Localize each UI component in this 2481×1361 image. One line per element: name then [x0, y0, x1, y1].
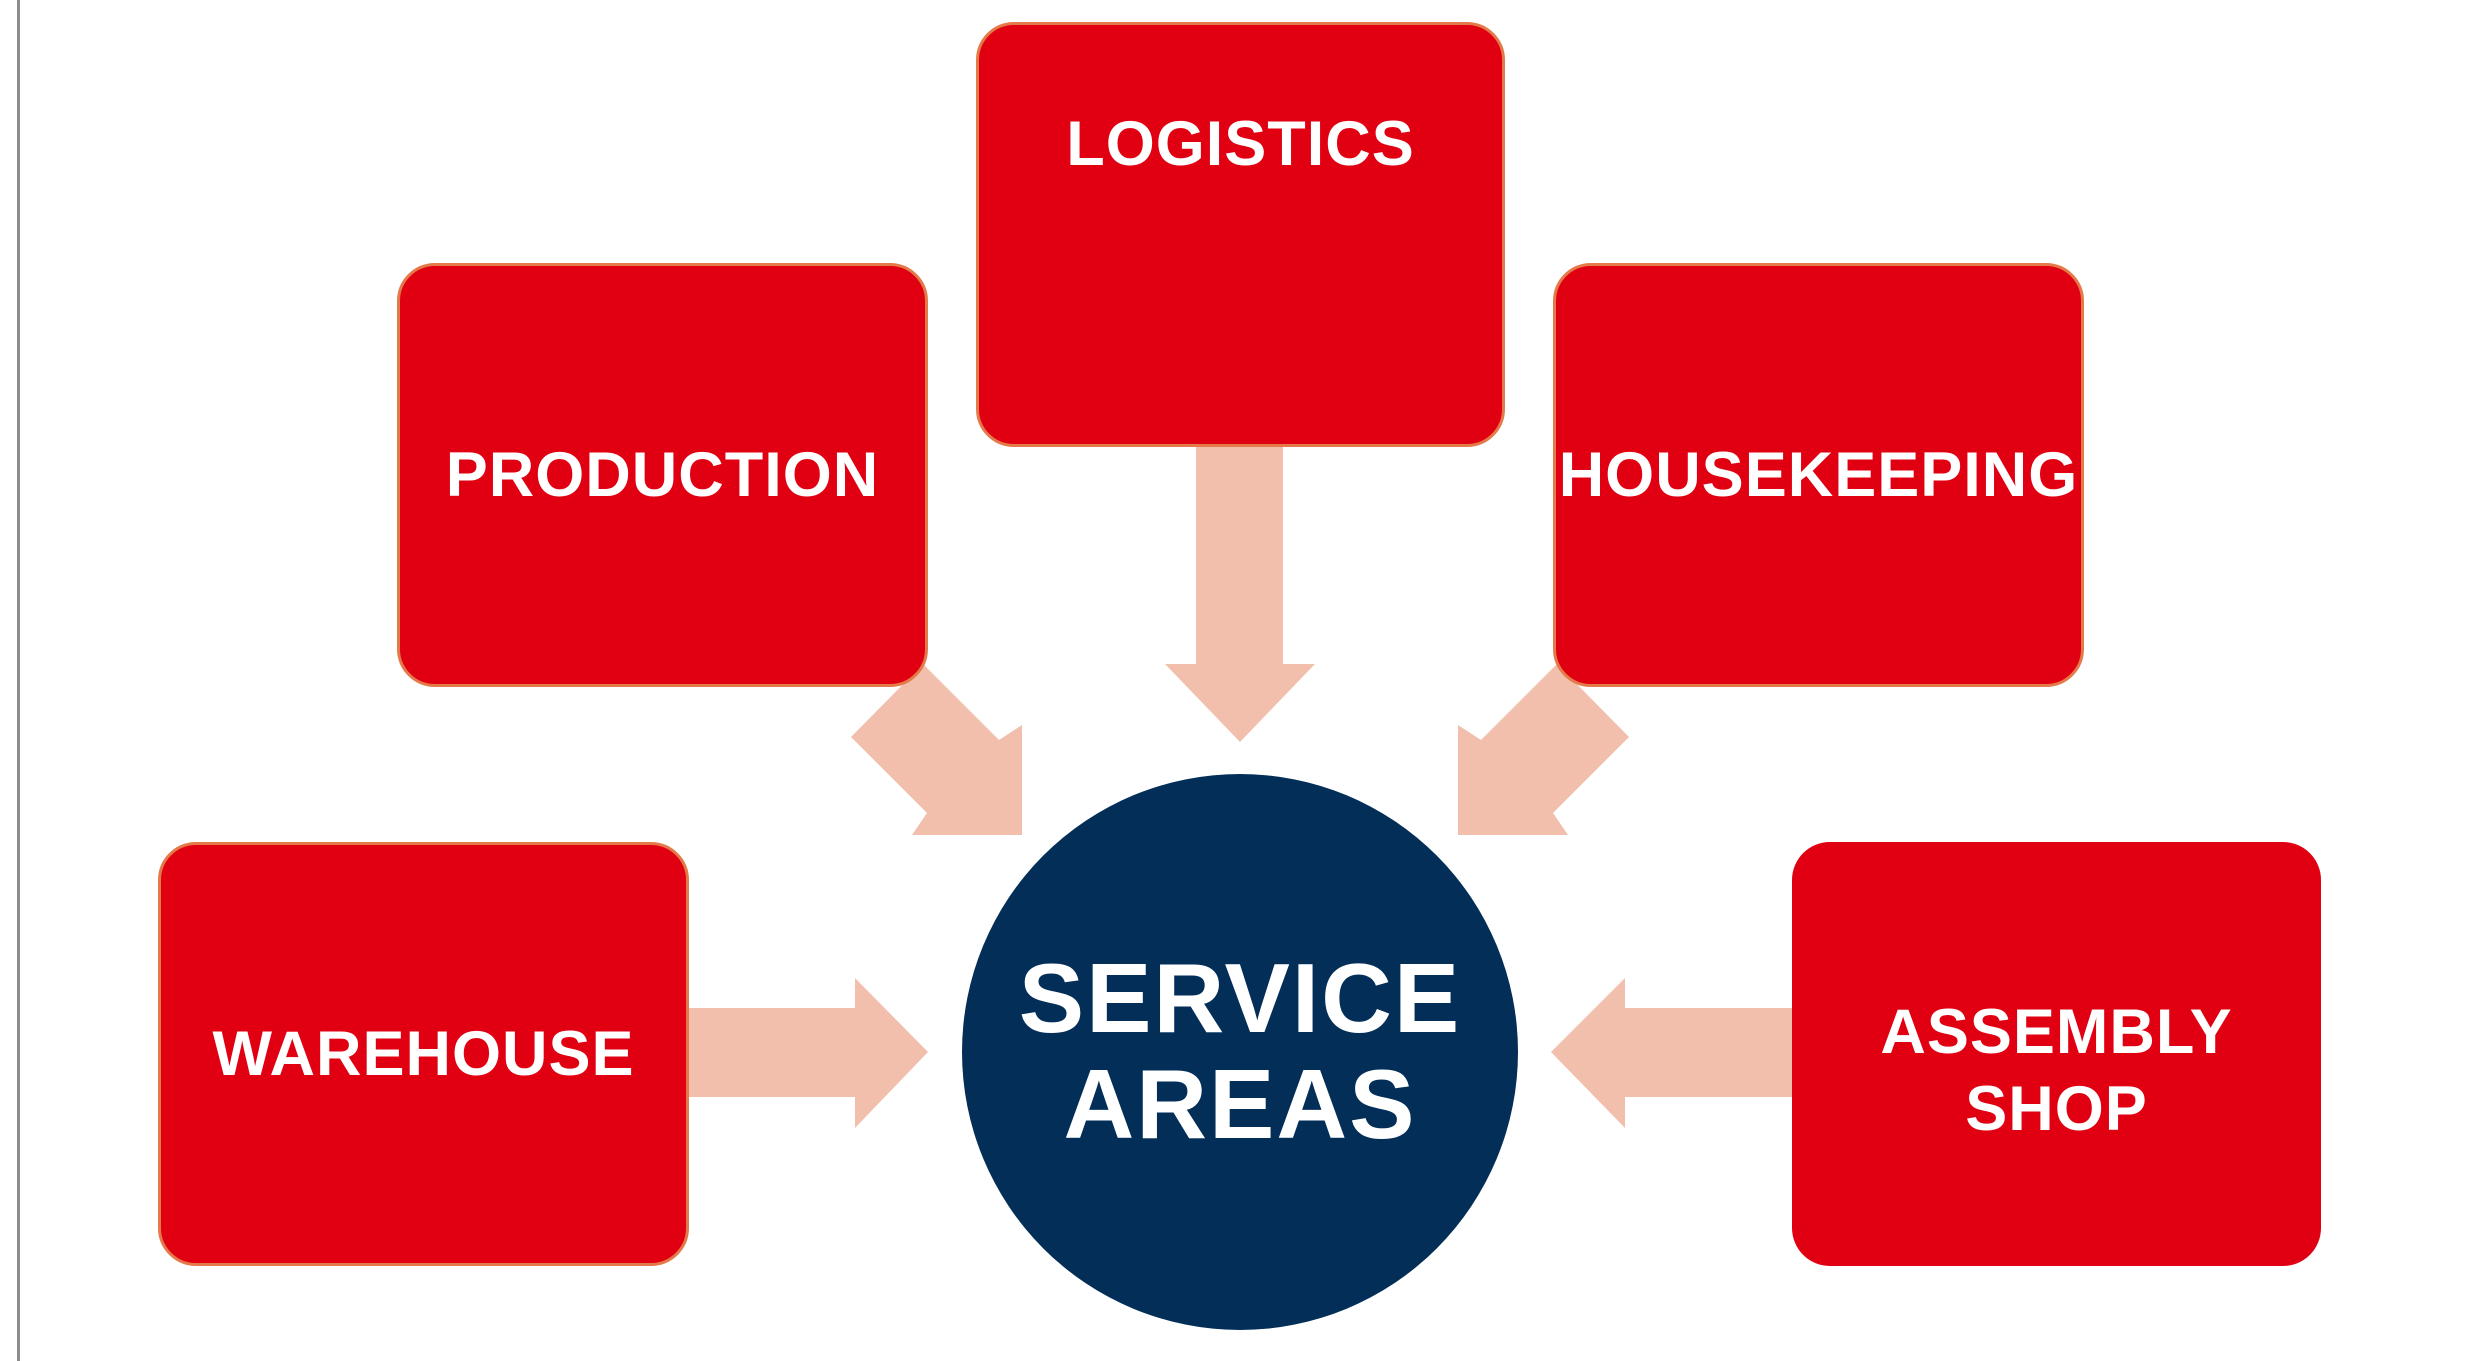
arrow-assembly-to-center: [1551, 978, 1792, 1128]
hub-text: SERVICE AREAS: [1018, 943, 1462, 1159]
box-logistics: LOGISTICS: [976, 22, 1505, 447]
hub-label-line1: SERVICE: [1018, 943, 1462, 1054]
box-warehouse: WAREHOUSE: [158, 842, 689, 1266]
hub-label-line2: AREAS: [1063, 1049, 1417, 1159]
box-assembly-shop-text: ASSEMBLY SHOP: [1880, 994, 2232, 1148]
box-logistics-label: LOGISTICS: [1066, 109, 1415, 180]
box-housekeeping: HOUSEKEEPING: [1553, 263, 2084, 687]
service-areas-hub: SERVICE AREAS: [962, 774, 1518, 1330]
box-production-label: PRODUCTION: [445, 439, 880, 510]
box-assembly-shop: ASSEMBLY SHOP: [1792, 842, 2321, 1266]
arrow-logistics-to-center: [1165, 447, 1315, 742]
left-border-line: [17, 0, 20, 1361]
box-housekeeping-label: HOUSEKEEPING: [1558, 439, 2079, 510]
box-assembly-shop-label-line2: SHOP: [1965, 1074, 2148, 1144]
arrow-warehouse-to-center: [689, 978, 928, 1128]
arrow-production-to-center: [851, 664, 1022, 835]
box-production: PRODUCTION: [397, 263, 928, 687]
box-warehouse-label: WAREHOUSE: [212, 1018, 635, 1089]
arrow-housekeeping-to-center: [1458, 664, 1629, 835]
box-assembly-shop-label-line1: ASSEMBLY: [1880, 997, 2233, 1068]
